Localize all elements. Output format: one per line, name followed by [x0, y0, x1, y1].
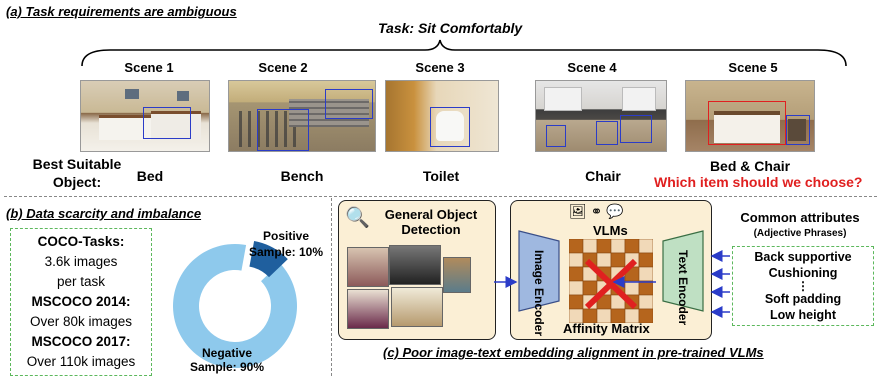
negative-line1: Negative [201, 346, 253, 360]
stat-mscoco-2017-count: Over 110k images [26, 354, 136, 369]
scene-4-bbox-2 [596, 121, 618, 145]
stat-mscoco-2017: MSCOCO 2017: [31, 334, 131, 349]
crop-painting-image [443, 257, 471, 293]
stat-coco-tasks-count: 3.6k images [44, 254, 118, 269]
scene-1-object: Bed [136, 168, 164, 184]
scene-4-object: Chair [585, 168, 621, 184]
scene-2-label: Scene 2 [258, 60, 308, 75]
stat-coco-tasks-unit: per task [56, 274, 106, 289]
section-a-title: (a) Task requirements are ambiguous [6, 4, 237, 19]
object-detection-panel: 🔍 General Object Detection [338, 200, 496, 340]
scene-4-bbox-1 [546, 125, 566, 147]
scene-5-image [685, 80, 815, 152]
task-title: Task: Sit Comfortably [378, 20, 523, 36]
scene-5-bbox-chair [786, 115, 810, 145]
section-divider-horizontal [4, 196, 877, 197]
attribute-3: Low height [770, 308, 836, 322]
section-b-title: (b) Data scarcity and imbalance [6, 206, 202, 221]
text-encoder-shape [662, 230, 704, 312]
scene-2-object: Bench [280, 168, 324, 184]
crop-chair-image [347, 247, 389, 287]
attribute-2: Soft padding [764, 292, 842, 306]
best-suitable-label: Best Suitable Object: [32, 155, 122, 191]
detection-line1: General Object [384, 207, 478, 222]
donut-negative-slice [173, 244, 297, 368]
vlms-label: VLMs [593, 223, 628, 238]
scene-2-bbox-1 [257, 109, 309, 151]
attribute-ellipsis: ⋮ [797, 279, 809, 293]
scene-4-image [535, 80, 667, 152]
sample-donut [173, 241, 297, 368]
vlm-icons: 🖼 ⚭ 💬 [569, 203, 624, 219]
scene-3-bbox [430, 107, 470, 147]
crop-bed-image [391, 287, 443, 327]
affinity-matrix-label: Affinity Matrix [563, 321, 650, 336]
donut-positive-slice [249, 241, 288, 278]
scene-5-bbox-bed [708, 101, 786, 145]
detection-icon: 🔍 [345, 207, 370, 229]
best-suitable-line1: Best Suitable [32, 156, 122, 172]
scene-1-image [80, 80, 210, 152]
section-divider-vertical [331, 198, 332, 376]
positive-line1: Positive [262, 229, 310, 243]
detection-line2: Detection [401, 222, 461, 237]
scene-3-label: Scene 3 [415, 60, 465, 75]
negative-line2: Sample: 90% [189, 360, 265, 374]
scene-4-bbox-3 [620, 115, 652, 143]
scene-5-label: Scene 5 [728, 60, 778, 75]
scene-3-image [385, 80, 499, 152]
attribute-0: Back supportive [754, 250, 852, 264]
section-c-title: (c) Poor image-text embedding alignment … [383, 345, 764, 360]
stat-mscoco-2014: MSCOCO 2014: [31, 294, 131, 309]
scene-2-bbox-2 [325, 89, 373, 119]
negative-sample-label: Negative Sample: 90% [172, 346, 282, 374]
image-encoder-shape [518, 230, 560, 312]
crop-bench-image [347, 289, 389, 329]
scene-1-bbox [143, 107, 191, 139]
best-suitable-line2: Object: [52, 174, 102, 190]
positive-sample-label: Positive Sample: 10% [236, 228, 336, 260]
task-brace [81, 39, 847, 67]
scene-4-label: Scene 4 [567, 60, 617, 75]
attributes-box: Back supportive Cushioning ⋮ Soft paddin… [732, 246, 874, 326]
scene-1-label: Scene 1 [124, 60, 174, 75]
stat-coco-tasks: COCO-Tasks: [37, 234, 125, 249]
stat-mscoco-2014-count: Over 80k images [29, 314, 133, 329]
detection-title: General Object Detection [375, 207, 487, 237]
which-item-question: Which item should we choose? [654, 174, 863, 190]
affinity-cell [638, 308, 653, 323]
scene-5-object: Bed & Chair [709, 158, 791, 174]
crop-tv-image [389, 245, 441, 285]
attribute-1: Cushioning [768, 266, 838, 280]
positive-line2: Sample: 10% [248, 245, 324, 259]
scene-3-object: Toilet [422, 168, 460, 184]
attributes-subtitle: (Adjective Phrases) [753, 228, 847, 239]
attributes-title: Common attributes [740, 210, 860, 225]
scene-2-image [228, 80, 376, 152]
dataset-stats-box: COCO-Tasks: 3.6k images per task MSCOCO … [10, 228, 152, 376]
